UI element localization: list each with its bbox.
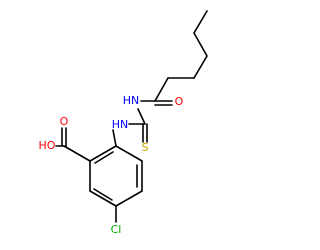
bond [193, 55, 208, 79]
atom-label-hn-amide: HN [123, 94, 140, 107]
atom-label-o-acid: O [60, 115, 69, 128]
atom-label-cl: Cl [111, 223, 122, 236]
atom-hn-amide: HN [123, 94, 140, 107]
benzene-ring [89, 145, 143, 207]
bond [93, 188, 113, 201]
carbonyl-bond [154, 100, 173, 106]
bond [137, 108, 146, 125]
atom-label-hn-thiourea: HN [112, 118, 129, 131]
carboxyl-group [55, 127, 91, 162]
thiocarbonyl-bond [142, 123, 148, 143]
atom-cl: Cl [111, 223, 122, 236]
bond [89, 145, 117, 162]
structure-svg: HN O HN S HO O Cl [39, 10, 208, 236]
atom-label-ho: HO [39, 139, 56, 152]
molecule-diagram: HN O HN S HO O Cl [38, 10, 208, 236]
atom-ho: HO [39, 139, 56, 152]
bond [193, 10, 208, 34]
bond [63, 145, 91, 162]
bond [89, 190, 117, 207]
bond [115, 145, 143, 162]
bond [154, 77, 169, 102]
atom-hn-thiourea: HN [112, 118, 129, 131]
atom-o-acid: O [60, 115, 69, 128]
atom-o-amide: O [175, 95, 184, 108]
alkyl-chain [154, 10, 208, 102]
atom-s: S [142, 141, 149, 154]
atom-label-o-amide: O [175, 95, 184, 108]
atom-label-s: S [142, 141, 149, 154]
bond [112, 129, 117, 147]
bond [94, 151, 114, 164]
bond [115, 190, 143, 207]
bond [193, 32, 208, 57]
